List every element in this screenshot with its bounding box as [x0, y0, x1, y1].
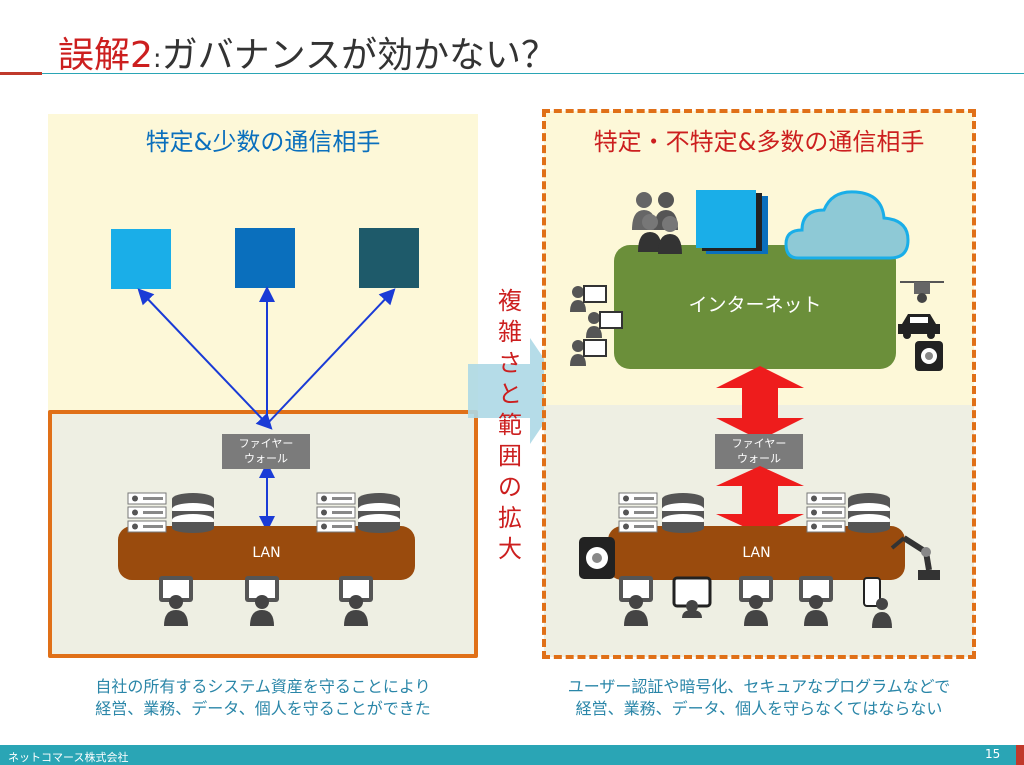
- expansion-arrow: [468, 338, 566, 444]
- right-lan-bar: LAN: [608, 526, 905, 580]
- footer-accent: [1016, 745, 1024, 765]
- vtext-char-7: の: [498, 473, 522, 501]
- left-user-pc-icon-2: [245, 576, 279, 626]
- title-separator: :: [152, 44, 162, 74]
- firewall-lan-arrow: [716, 466, 804, 534]
- vtext-char-1: 複: [498, 287, 522, 315]
- right-dashed-border: [542, 109, 976, 659]
- drone-icon: [900, 281, 944, 303]
- right-caption: ユーザー認証や暗号化、セキュアなプログラムなどで 経営、業務、データ、個人を守ら…: [544, 676, 974, 720]
- vtext-char-2: 雑: [498, 318, 522, 346]
- car-icon: [898, 314, 940, 339]
- page-number: 15: [985, 747, 1001, 761]
- vtext-char-8: 拡: [498, 504, 522, 532]
- left-caption: 自社の所有するシステム資産を守ることにより 経営、業務、データ、個人を守ることが…: [48, 676, 478, 720]
- right-user-pc-icon-2: [739, 576, 773, 626]
- right-firewall-line1: ファイヤー: [731, 437, 787, 450]
- left-firewall-line2: ウォール: [244, 452, 288, 465]
- vtext-char-6: 囲: [498, 442, 522, 470]
- vtext-char-4: と: [498, 380, 522, 408]
- footer-company: ネットコマース株式会社: [8, 751, 129, 764]
- left-caption-line1: 自社の所有するシステム資産を守ることにより: [95, 677, 431, 696]
- expansion-vertical-text: 複 雑 さ と 範 囲 の 拡 大: [495, 286, 525, 565]
- appliance-icon-right: [915, 341, 943, 371]
- internet-zone: [614, 245, 896, 369]
- left-lan-bar: LAN: [118, 526, 415, 580]
- cloud-icon: [784, 190, 910, 260]
- robot-arm-icon: [890, 535, 940, 580]
- right-panel-heading: 特定・不特定&多数の通信相手: [593, 128, 925, 156]
- footer-bar: [0, 745, 1024, 765]
- right-firewall-line2: ウォール: [737, 452, 781, 465]
- left-user-pc-icon-1: [159, 576, 193, 626]
- left-firewall: ファイヤー ウォール: [222, 434, 310, 469]
- right-lan-label: LAN: [742, 545, 771, 561]
- appliance-icon-left: [579, 537, 615, 579]
- title-underline: [42, 73, 1024, 74]
- internet-firewall-arrow: [716, 366, 804, 440]
- right-database-icon-2: [848, 493, 890, 533]
- left-server-icon-2: [316, 492, 356, 533]
- right-server-icon-2: [806, 492, 846, 533]
- vtext-char-9: 大: [498, 535, 522, 563]
- partner-square-2: [235, 228, 295, 288]
- tablet-icon: [672, 576, 712, 618]
- smartphone-user-icon: [863, 577, 892, 628]
- server-stack-front: [696, 190, 756, 248]
- title-main: ガバナンスが効かない？: [161, 35, 557, 76]
- internet-label: インターネット: [688, 294, 822, 316]
- left-database-icon-1: [172, 493, 214, 533]
- right-database-icon-1: [662, 493, 704, 533]
- left-caption-line2: 経営、業務、データ、個人を守ることができた: [95, 699, 431, 718]
- right-server-icon-1: [618, 492, 658, 533]
- left-firewall-line1: ファイヤー: [238, 437, 294, 450]
- right-caption-line2: 経営、業務、データ、個人を守らなくてはならない: [575, 699, 943, 718]
- right-user-pc-icon-3: [799, 576, 833, 626]
- left-pc-users-icon: [570, 285, 623, 366]
- vtext-char-3: さ: [498, 349, 522, 377]
- partner-square-1: [111, 229, 171, 289]
- left-lan-label: LAN: [252, 545, 281, 561]
- title-prefix: 誤解2: [58, 35, 153, 76]
- partner-square-3: [359, 228, 419, 288]
- right-user-pc-icon-1: [619, 576, 653, 626]
- title-accent-bar: [0, 72, 42, 75]
- left-user-pc-icon-3: [339, 576, 373, 626]
- right-caption-line1: ユーザー認証や暗号化、セキュアなプログラムなどで: [567, 677, 951, 696]
- left-database-icon-2: [358, 493, 400, 533]
- left-panel-heading: 特定&少数の通信相手: [145, 128, 381, 156]
- right-firewall: ファイヤー ウォール: [715, 434, 803, 469]
- people-group-icon: [632, 192, 682, 254]
- vtext-char-5: 範: [498, 411, 522, 439]
- left-server-icon-1: [127, 492, 167, 533]
- slide-title: 誤解2:ガバナンスが効かない？: [58, 26, 557, 78]
